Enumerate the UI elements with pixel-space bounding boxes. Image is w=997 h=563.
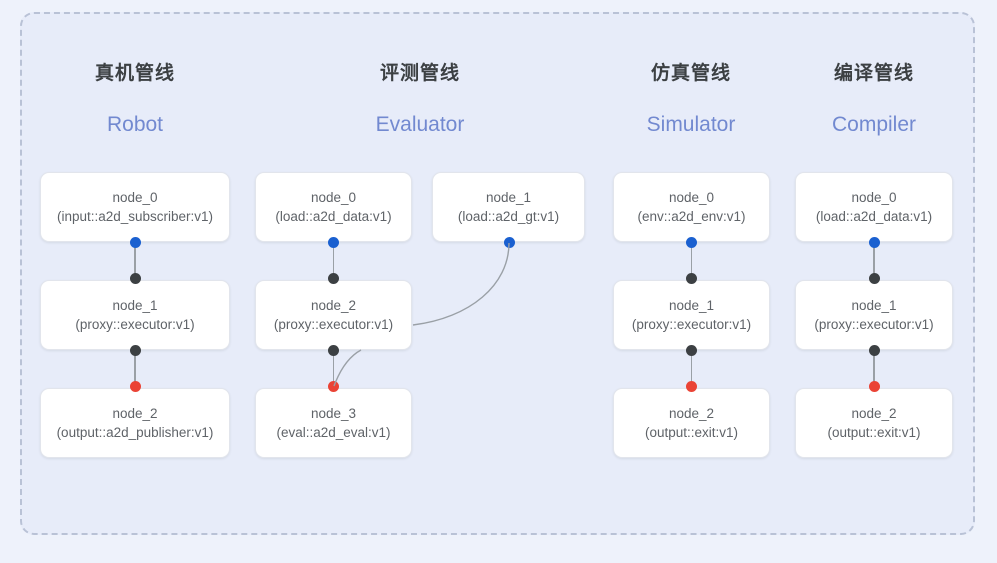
node-subtitle: (input::a2d_subscriber:v1) bbox=[56, 209, 214, 224]
node-title: node_0 bbox=[851, 190, 897, 205]
port-input-dot-simulator-1[interactable] bbox=[686, 272, 697, 284]
column-header-robot: 真机管线 Robot bbox=[5, 62, 265, 138]
node-subtitle: (env::a2d_env:v1) bbox=[637, 209, 746, 224]
port-output-dot-robot-1[interactable] bbox=[129, 344, 141, 356]
port-output-dot-simulator-1[interactable] bbox=[686, 344, 697, 356]
port-input-dot-simulator-2[interactable] bbox=[686, 380, 697, 392]
port-output-dot-evaluator-2[interactable] bbox=[328, 344, 339, 356]
node-robot-1[interactable]: node_1 (proxy::executor:v1) bbox=[40, 280, 230, 350]
column-title-zh-compiler: 编译管线 bbox=[833, 63, 914, 84]
node-subtitle: (proxy::executor:v1) bbox=[814, 317, 934, 332]
node-subtitle: (output::exit:v1) bbox=[827, 425, 921, 440]
node-simulator-2[interactable]: node_2 (output::exit:v1) bbox=[613, 388, 770, 458]
port-output-dot-evaluator-1[interactable] bbox=[503, 236, 515, 248]
edge-robot-1-to-2 bbox=[134, 350, 136, 388]
node-subtitle: (output::a2d_publisher:v1) bbox=[56, 425, 214, 440]
edge-compiler-1-to-2 bbox=[873, 350, 875, 388]
node-evaluator-1[interactable]: node_1 (load::a2d_gt:v1) bbox=[432, 172, 585, 242]
port-output-dot-evaluator-0[interactable] bbox=[328, 236, 339, 248]
port-output-dot-simulator-0[interactable] bbox=[686, 236, 697, 248]
port-input-dot-robot-1[interactable] bbox=[129, 272, 141, 284]
node-robot-0[interactable]: node_0 (input::a2d_subscriber:v1) bbox=[40, 172, 230, 242]
port-input-dot-compiler-1[interactable] bbox=[868, 272, 880, 284]
column-title-en-evaluator: Evaluator bbox=[375, 113, 465, 136]
node-subtitle: (proxy::executor:v1) bbox=[273, 317, 394, 332]
node-title: node_2 bbox=[310, 298, 357, 313]
node-title: node_0 bbox=[310, 190, 357, 205]
node-subtitle: (load::a2d_data:v1) bbox=[815, 209, 933, 224]
edge-compiler-0-to-1 bbox=[873, 242, 875, 280]
node-title: node_0 bbox=[112, 190, 158, 205]
node-subtitle: (load::a2d_gt:v1) bbox=[457, 209, 560, 224]
node-subtitle: (load::a2d_data:v1) bbox=[275, 209, 392, 224]
node-title: node_1 bbox=[668, 298, 715, 313]
port-output-dot-compiler-0[interactable] bbox=[868, 236, 880, 248]
edge-simulator-0-to-1 bbox=[690, 242, 693, 280]
node-title: node_1 bbox=[112, 298, 158, 313]
node-simulator-1[interactable]: node_1 (proxy::executor:v1) bbox=[613, 280, 770, 350]
port-output-dot-compiler-1[interactable] bbox=[868, 344, 880, 356]
port-output-dot-robot-0[interactable] bbox=[129, 236, 141, 248]
edge-simulator-1-to-2 bbox=[690, 350, 693, 388]
node-robot-2[interactable]: node_2 (output::a2d_publisher:v1) bbox=[40, 388, 230, 458]
column-title-zh-evaluator: 评测管线 bbox=[379, 63, 460, 84]
column-header-compiler: 编译管线 Compiler bbox=[744, 62, 997, 138]
column-title-zh-simulator: 仿真管线 bbox=[650, 63, 731, 84]
node-title: node_1 bbox=[851, 298, 897, 313]
column-title-zh-robot: 真机管线 bbox=[94, 63, 175, 84]
node-title: node_3 bbox=[310, 406, 357, 421]
port-input-dot-evaluator-2[interactable] bbox=[328, 272, 339, 284]
node-title: node_1 bbox=[485, 190, 532, 205]
node-evaluator-0[interactable]: node_0 (load::a2d_data:v1) bbox=[255, 172, 412, 242]
edge-robot-0-to-1 bbox=[134, 242, 136, 280]
node-compiler-1[interactable]: node_1 (proxy::executor:v1) bbox=[795, 280, 953, 350]
port-input-dot-robot-2[interactable] bbox=[129, 380, 141, 392]
edge-evaluator-0-to-2 bbox=[332, 242, 335, 280]
node-title: node_0 bbox=[668, 190, 715, 205]
node-title: node_2 bbox=[851, 406, 897, 421]
column-header-simulator: 仿真管线 Simulator bbox=[561, 62, 821, 138]
port-input-dot-compiler-2[interactable] bbox=[868, 380, 880, 392]
node-subtitle: (proxy::executor:v1) bbox=[75, 317, 195, 332]
column-title-en-compiler: Compiler bbox=[831, 113, 917, 136]
node-evaluator-3[interactable]: node_3 (eval::a2d_eval:v1) bbox=[255, 388, 412, 458]
port-input-dot-evaluator-3[interactable] bbox=[328, 380, 339, 392]
node-subtitle: (eval::a2d_eval:v1) bbox=[276, 425, 391, 440]
node-subtitle: (proxy::executor:v1) bbox=[631, 317, 752, 332]
node-simulator-0[interactable]: node_0 (env::a2d_env:v1) bbox=[613, 172, 770, 242]
node-compiler-2[interactable]: node_2 (output::exit:v1) bbox=[795, 388, 953, 458]
node-subtitle: (output::exit:v1) bbox=[644, 425, 739, 440]
column-header-evaluator: 评测管线 Evaluator bbox=[290, 62, 550, 138]
node-title: node_2 bbox=[112, 406, 158, 421]
node-title: node_2 bbox=[668, 406, 715, 421]
node-compiler-0[interactable]: node_0 (load::a2d_data:v1) bbox=[795, 172, 953, 242]
column-title-en-simulator: Simulator bbox=[646, 113, 736, 136]
column-title-en-robot: Robot bbox=[106, 113, 164, 136]
node-evaluator-2[interactable]: node_2 (proxy::executor:v1) bbox=[255, 280, 412, 350]
